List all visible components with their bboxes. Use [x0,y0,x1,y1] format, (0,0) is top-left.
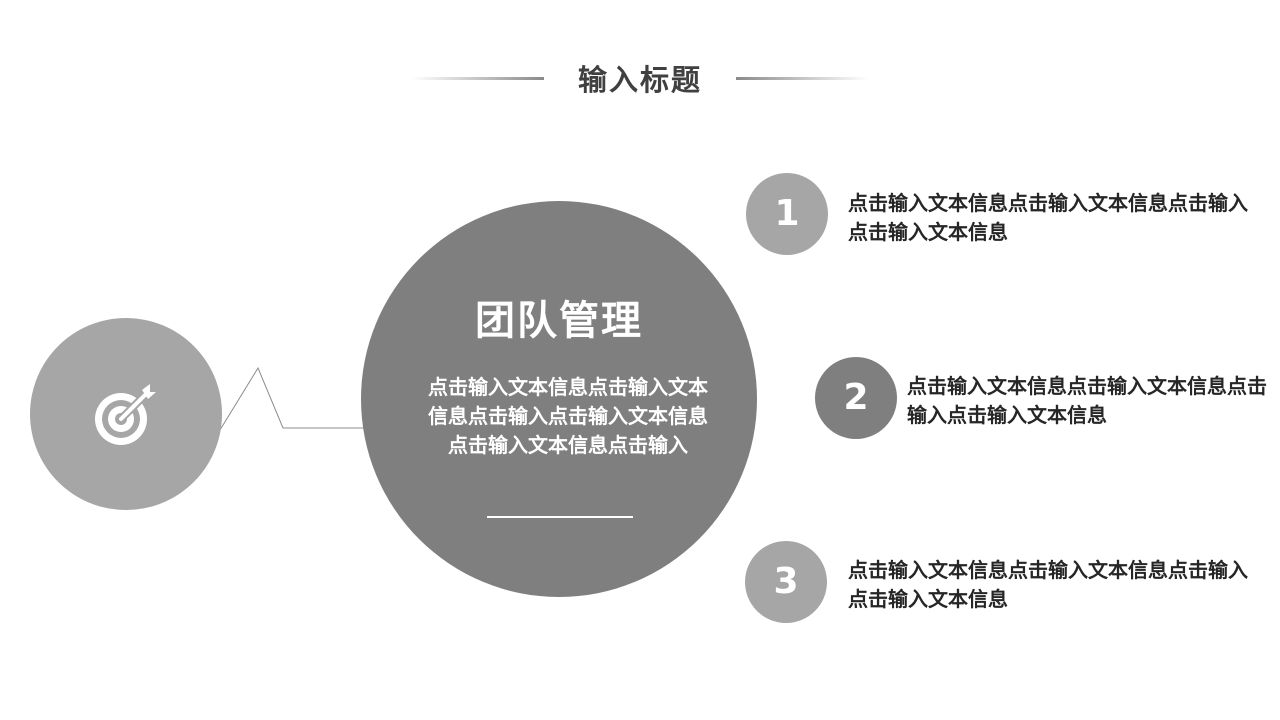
item-number-2: 2 [815,357,897,439]
item-number-1: 1 [746,173,828,255]
item-text-3: 点击输入文本信息点击输入文本信息点击输入点击输入文本信息 [848,558,1248,611]
target-icon [95,384,156,445]
main-description: 点击输入文本信息点击输入文本信息点击输入点击输入文本信息点击输入文本信息点击输入 [428,375,708,457]
main-title: 团队管理 [475,298,643,344]
main-circle [361,201,757,597]
slide-title: 输入标题 [577,63,702,97]
item-number-3: 3 [745,541,827,623]
title-decoration-left [412,77,544,80]
item-text-1: 点击输入文本信息点击输入文本信息点击输入点击输入文本信息 [848,191,1248,244]
title-decoration-right [736,77,868,80]
main-underline [487,516,633,518]
item-text-2: 点击输入文本信息点击输入文本信息点击输入点击输入文本信息 [907,374,1267,427]
